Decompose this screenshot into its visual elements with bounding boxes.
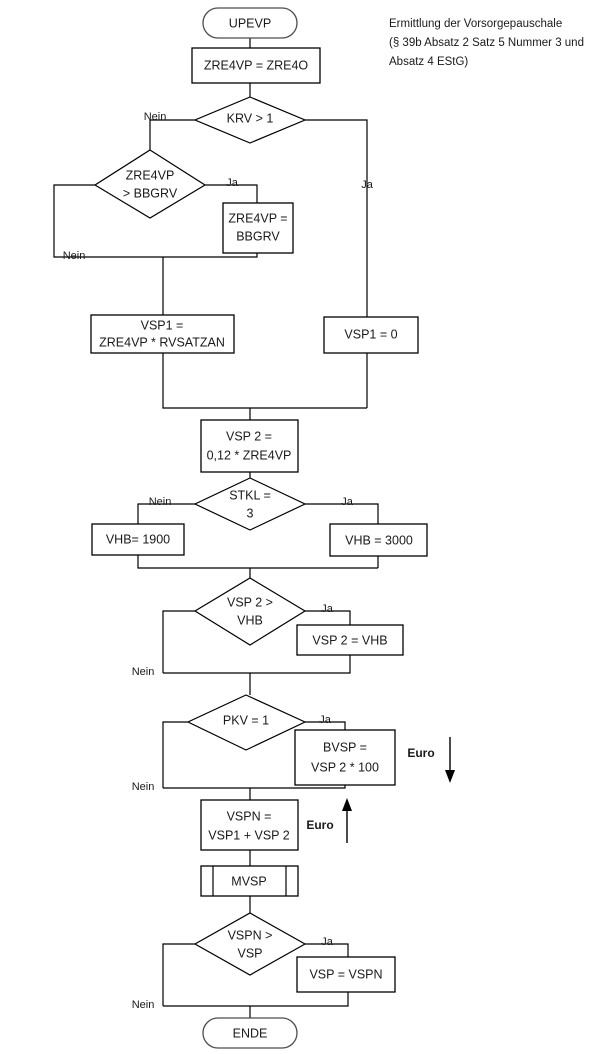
node-assign-vspn[interactable]: VSPN = VSP1 + VSP 2: [200, 799, 299, 851]
edge-label-vspnvsp-nein: Nein: [132, 999, 155, 1011]
node-decide-bbgrv-label-1: ZRE4VP: [126, 168, 175, 182]
node-decide-krv-label: KRV > 1: [227, 111, 274, 125]
edge-label-vspnvsp-ja: Ja: [321, 936, 334, 948]
node-assign-vsp1-label-2: ZRE4VP * RVSATZAN: [99, 335, 225, 349]
edge-label-vsp2vhb-ja: Ja: [321, 603, 334, 615]
node-assign-vsp1-label-1: VSP1 =: [141, 318, 184, 332]
node-decide-bbgrv-label-2: > BBGRV: [123, 186, 178, 200]
node-assign-vspn-label-2: VSP1 + VSP 2: [208, 828, 289, 842]
node-end[interactable]: ENDE: [202, 1017, 298, 1049]
title-note-line-2: (§ 39b Absatz 2 Satz 5 Nummer 3 und: [389, 37, 584, 49]
node-assign-vsp2-vhb[interactable]: VSP 2 = VHB: [296, 624, 404, 656]
title-note-line-3: Absatz 4 EStG): [389, 56, 468, 68]
node-start[interactable]: UPEVP: [202, 7, 298, 39]
edge-label-pkv-nein: Nein: [132, 781, 155, 793]
node-assign-bvsp[interactable]: BVSP = VSP 2 * 100: [294, 729, 396, 786]
arrow-up-icon: [342, 798, 352, 811]
node-assign-zre4vp-label: ZRE4VP = ZRE4O: [204, 58, 309, 72]
node-assign-vspn-label-1: VSPN =: [227, 809, 272, 823]
node-assign-vsp1-zero-label: VSP1 = 0: [344, 327, 397, 341]
node-decide-vspn-vsp-label-2: VSP: [237, 946, 262, 960]
title-note: Ermittlung der Vorsorgepauschale (§ 39b …: [389, 18, 584, 68]
node-assign-bbgrv-label-2: BBGRV: [236, 229, 280, 243]
node-assign-vsp1-zero[interactable]: VSP1 = 0: [323, 316, 419, 354]
edge-label-pkv-ja: Ja: [319, 714, 332, 726]
node-decide-stkl-label-2: 3: [247, 506, 254, 520]
node-decide-vsp2-vhb-label-1: VSP 2 >: [227, 595, 273, 609]
euro-down-label: Euro: [407, 746, 434, 760]
node-assign-zre4vp[interactable]: ZRE4VP = ZRE4O: [191, 47, 321, 84]
edge-label-vsp2vhb-nein: Nein: [132, 666, 155, 678]
edge-label-stkl-ja: Ja: [341, 496, 354, 508]
node-assign-vsp2-vhb-label: VSP 2 = VHB: [312, 633, 387, 647]
node-call-mvsp[interactable]: MVSP: [200, 865, 299, 897]
edge-label-bbgrv-nein: Nein: [63, 250, 86, 262]
node-assign-vhb-1900[interactable]: VHB= 1900: [91, 523, 185, 556]
node-decide-krv[interactable]: KRV > 1: [193, 96, 307, 144]
title-note-line-1: Ermittlung der Vorsorgepauschale: [389, 18, 562, 30]
node-assign-bbgrv-label-1: ZRE4VP =: [228, 211, 287, 225]
node-assign-vhb-3000[interactable]: VHB = 3000: [329, 523, 428, 557]
node-assign-bvsp-label-1: BVSP =: [323, 740, 367, 754]
annotation-euro-down: Euro: [407, 737, 455, 783]
node-end-label: ENDE: [233, 1026, 268, 1040]
node-assign-vsp2-label-2: 0,12 * ZRE4VP: [207, 448, 292, 462]
node-decide-pkv[interactable]: PKV = 1: [186, 694, 307, 751]
node-assign-vsp1[interactable]: VSP1 = ZRE4VP * RVSATZAN: [90, 314, 235, 354]
node-start-label: UPEVP: [229, 16, 271, 30]
node-decide-bbgrv[interactable]: ZRE4VP > BBGRV: [93, 149, 207, 219]
node-assign-bvsp-label-2: VSP 2 * 100: [311, 760, 379, 774]
node-assign-vhb-3000-label: VHB = 3000: [345, 533, 413, 547]
node-decide-pkv-label: PKV = 1: [223, 713, 269, 727]
node-decide-vsp2-vhb-label-2: VHB: [237, 613, 263, 627]
edge-label-stkl-nein: Nein: [149, 496, 172, 508]
node-assign-vsp2-label-1: VSP 2 =: [226, 429, 272, 443]
node-assign-vhb-1900-label: VHB= 1900: [106, 532, 170, 546]
connectors: [53, 38, 379, 1018]
node-decide-stkl-label-1: STKL =: [229, 488, 271, 502]
euro-up-label: Euro: [306, 818, 333, 832]
node-decide-vspn-vsp[interactable]: VSPN > VSP: [193, 912, 307, 976]
edge-label-krv-nein: Nein: [144, 111, 167, 123]
node-decide-stkl[interactable]: STKL = 3: [193, 477, 307, 531]
annotation-euro-up: Euro: [306, 798, 352, 843]
node-call-mvsp-label: MVSP: [231, 874, 266, 888]
edge-label-krv-ja: Ja: [361, 179, 374, 191]
node-assign-vsp-vspn-label: VSP = VSPN: [309, 967, 382, 981]
node-assign-bbgrv[interactable]: ZRE4VP = BBGRV: [222, 202, 294, 254]
node-assign-vsp-vspn[interactable]: VSP = VSPN: [296, 956, 396, 993]
node-decide-vsp2-vhb[interactable]: VSP 2 > VHB: [193, 577, 307, 646]
node-decide-vspn-vsp-label-1: VSPN >: [228, 928, 273, 942]
arrow-down-icon: [445, 770, 455, 783]
edge-label-bbgrv-ja: Ja: [226, 177, 239, 189]
node-assign-vsp2[interactable]: VSP 2 = 0,12 * ZRE4VP: [200, 419, 299, 473]
